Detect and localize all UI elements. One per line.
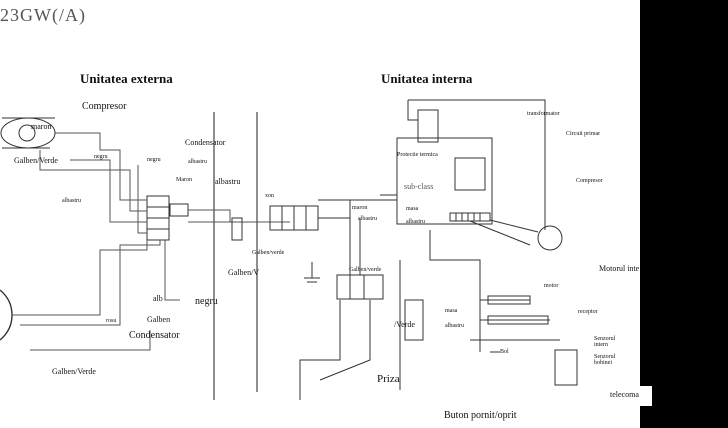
label-galben-verde: Galben/Verde (52, 367, 96, 376)
label-receptor: receptor (578, 309, 598, 315)
label-motor: motor (544, 283, 559, 289)
label-maron: maron (352, 205, 368, 211)
label-albastru: albastru (445, 323, 464, 329)
label-albastru: albastru (406, 219, 425, 225)
dark-side-band (640, 0, 728, 428)
label-galben-verde: Galben/verde (252, 250, 285, 256)
label-negru: negru (195, 296, 218, 307)
label-alb: alb (153, 294, 163, 303)
label-galben-verde: Galben/Verde (14, 156, 58, 165)
label-buton: Buton pornit/oprit (444, 410, 517, 421)
label-bol: Bol (500, 349, 509, 355)
label-telecomanda: telecoma (610, 390, 639, 399)
label-compresor: Compresor (576, 178, 603, 184)
fan-motor-symbol (0, 289, 13, 341)
external-wiring (12, 132, 290, 351)
label-sub-class: sub-class (404, 182, 434, 191)
label-verde: /Verde (394, 320, 415, 329)
label-protectie-termica: Protectie termica (397, 152, 438, 158)
label-circuit-primar: Circuit primar (566, 131, 601, 137)
label-albastru: albastru (62, 198, 81, 204)
internal-connector-strip (449, 212, 491, 222)
label-galben-v: Galben/V (228, 268, 260, 277)
internal-main-board (350, 99, 546, 230)
ground-symbol (304, 262, 320, 283)
label-negru: negru (94, 154, 108, 160)
label-maron: maron (31, 122, 52, 131)
internal-power-block (299, 200, 384, 400)
label-albastru: albastru (188, 159, 207, 165)
label-condensator: Condensator (185, 138, 226, 147)
label-negru: negru (147, 157, 161, 163)
label-compresor-ext: Compresor (82, 101, 127, 112)
label-xon: xon (265, 193, 274, 199)
telecomanda-patch (607, 386, 652, 406)
internal-unit-title: Unitatea interna (381, 71, 473, 86)
internal-peripheral-wiring (399, 230, 578, 390)
label-transformator: transformator (527, 111, 560, 117)
label-motorul-intern: Motorul inte (599, 264, 640, 273)
label-galben-verde: Galben/verde (349, 267, 382, 273)
label-rosu: rosu (106, 318, 117, 324)
label-maron: Maron (176, 177, 192, 183)
model-heading: 23GW(/A) (0, 5, 86, 25)
label-senzorul-bobinei: Senzorul bobinei (594, 354, 616, 366)
label-galben: Galben (147, 315, 171, 324)
internal-motor-symbol (469, 219, 563, 251)
external-terminal-block (146, 195, 189, 241)
inter-unit-connector (231, 199, 350, 241)
label-albastru: albastru (358, 216, 377, 222)
label-masa: masa (406, 206, 419, 212)
label-masa: masa (445, 308, 458, 314)
label-albastru: albastru (215, 177, 241, 186)
label-senzorul-intern: Senzorul intern (594, 336, 616, 348)
label-priza: Priza (377, 373, 400, 385)
label-condensator: Condensator (129, 330, 180, 341)
external-unit-title: Unitatea externa (80, 71, 173, 86)
